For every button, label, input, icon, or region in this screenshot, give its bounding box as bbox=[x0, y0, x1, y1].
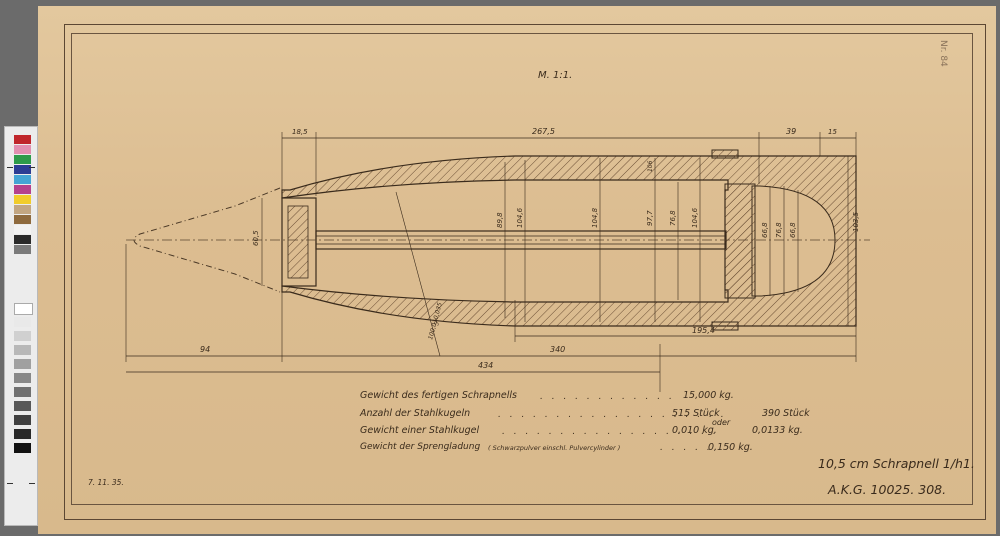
spec-label: Gewicht der Sprengladung bbox=[360, 442, 481, 452]
gray-step-1 bbox=[14, 303, 33, 315]
gray-step-2 bbox=[14, 317, 31, 327]
gray-step-6 bbox=[14, 373, 31, 383]
base-plate bbox=[724, 183, 756, 299]
dim-label-340: 340 bbox=[550, 345, 565, 354]
color-calibration-strip bbox=[4, 126, 38, 526]
gray-step-9 bbox=[14, 415, 31, 425]
yellow-swatch bbox=[14, 195, 31, 204]
dim-label-668b: 66,8 bbox=[789, 222, 797, 238]
blue-swatch bbox=[14, 165, 31, 174]
cyan-swatch bbox=[14, 175, 31, 184]
gray-step-8 bbox=[14, 401, 31, 411]
scale-tick bbox=[29, 167, 35, 168]
tan-swatch bbox=[14, 205, 31, 214]
dim-label-185: 18,5 bbox=[292, 128, 308, 136]
dim-label-94: 94 bbox=[200, 345, 210, 354]
gray-step-5 bbox=[14, 359, 31, 369]
drawing-number: A.K.G. 10025. 308. bbox=[828, 482, 947, 497]
gray-step-10 bbox=[14, 429, 31, 439]
spec-value: 0,150 kg. bbox=[708, 442, 753, 453]
gray-step-7 bbox=[14, 387, 31, 397]
dim-label-1048: 104,8 bbox=[591, 207, 599, 228]
dim-label-106: 106 bbox=[647, 160, 654, 172]
inner-border bbox=[71, 33, 973, 505]
gray-step-4 bbox=[14, 345, 31, 355]
spec-value: 0,010 kg. bbox=[672, 425, 717, 436]
dim-label-898: 89,8 bbox=[496, 212, 504, 228]
spec-value: 15,000 kg. bbox=[683, 390, 734, 401]
dim-label-605: 60,5 bbox=[252, 230, 260, 246]
dim-label-768b: 76,8 bbox=[775, 222, 783, 238]
gray-step-3 bbox=[14, 331, 31, 341]
fuse-socket-insert bbox=[287, 205, 309, 279]
spec-label: Gewicht des fertigen Schrapnells bbox=[360, 390, 517, 401]
brown-swatch bbox=[14, 215, 31, 224]
dim-label-768: 76,8 bbox=[669, 210, 677, 226]
scale-tick bbox=[7, 167, 13, 168]
angle-leader bbox=[395, 191, 441, 357]
driving-band-bottom bbox=[711, 321, 739, 331]
red-swatch bbox=[14, 135, 31, 144]
dim-label-2675: 267,5 bbox=[532, 127, 555, 136]
dim-label-angle: 5° bbox=[433, 318, 442, 326]
white-swatch bbox=[14, 225, 31, 234]
dim-label-1046b: 104,6 bbox=[691, 207, 699, 228]
spec-value-alt: 0,0133 kg. bbox=[752, 425, 803, 436]
spec-value: 515 Stück bbox=[672, 408, 720, 419]
dim-label-434: 434 bbox=[478, 361, 493, 370]
dim-label-39: 39 bbox=[786, 127, 796, 136]
scale-tick bbox=[29, 483, 35, 484]
fuse-socket bbox=[281, 197, 317, 287]
spec-connector: oder bbox=[712, 418, 731, 427]
green-swatch bbox=[14, 155, 31, 164]
magenta-swatch bbox=[14, 185, 31, 194]
scale-tick bbox=[7, 483, 13, 484]
dim-label-1046a: 104,6 bbox=[516, 207, 524, 228]
dim-label-977: 97,7 bbox=[646, 210, 654, 226]
spec-label: Gewicht einer Stahlkugel bbox=[360, 425, 480, 436]
dim-label-668a: 66,8 bbox=[761, 222, 769, 238]
mid-gray-swatch bbox=[14, 245, 31, 254]
drawing-title: 10,5 cm Schrapnell 1/h1. bbox=[818, 456, 975, 471]
pink-swatch bbox=[14, 145, 31, 154]
central-tube bbox=[315, 230, 727, 250]
leader-dots: . . . . . . . . . . . . . . . . . . . bbox=[502, 427, 719, 437]
leader-dots: . . . . . . . . . . . . . . . . . . . . bbox=[498, 410, 727, 420]
driving-band-top bbox=[711, 149, 739, 159]
dim-label-1954: 195,4 bbox=[692, 326, 715, 335]
sheet-number: Nr. 84 bbox=[938, 40, 948, 67]
black-swatch bbox=[14, 235, 31, 244]
spec-note: ( Schwarzpulver einschl. Pulvercylinder … bbox=[488, 444, 621, 452]
outer-border bbox=[64, 24, 986, 520]
spec-label: Anzahl der Stahlkugeln bbox=[360, 408, 471, 419]
drawing-date: 7. 11. 35. bbox=[88, 478, 124, 487]
spec-value-alt: 390 Stück bbox=[762, 408, 810, 419]
leader-dots: . . . . . . . . . . . . bbox=[540, 392, 675, 402]
gray-step-11 bbox=[14, 443, 31, 453]
dim-label-1035: 103,5 bbox=[852, 211, 860, 232]
dim-label-15: 15 bbox=[828, 128, 837, 136]
base-cavity bbox=[751, 185, 836, 297]
leader-dots: . . . . . bbox=[660, 443, 713, 453]
scale-label: M. 1:1. bbox=[538, 70, 573, 81]
